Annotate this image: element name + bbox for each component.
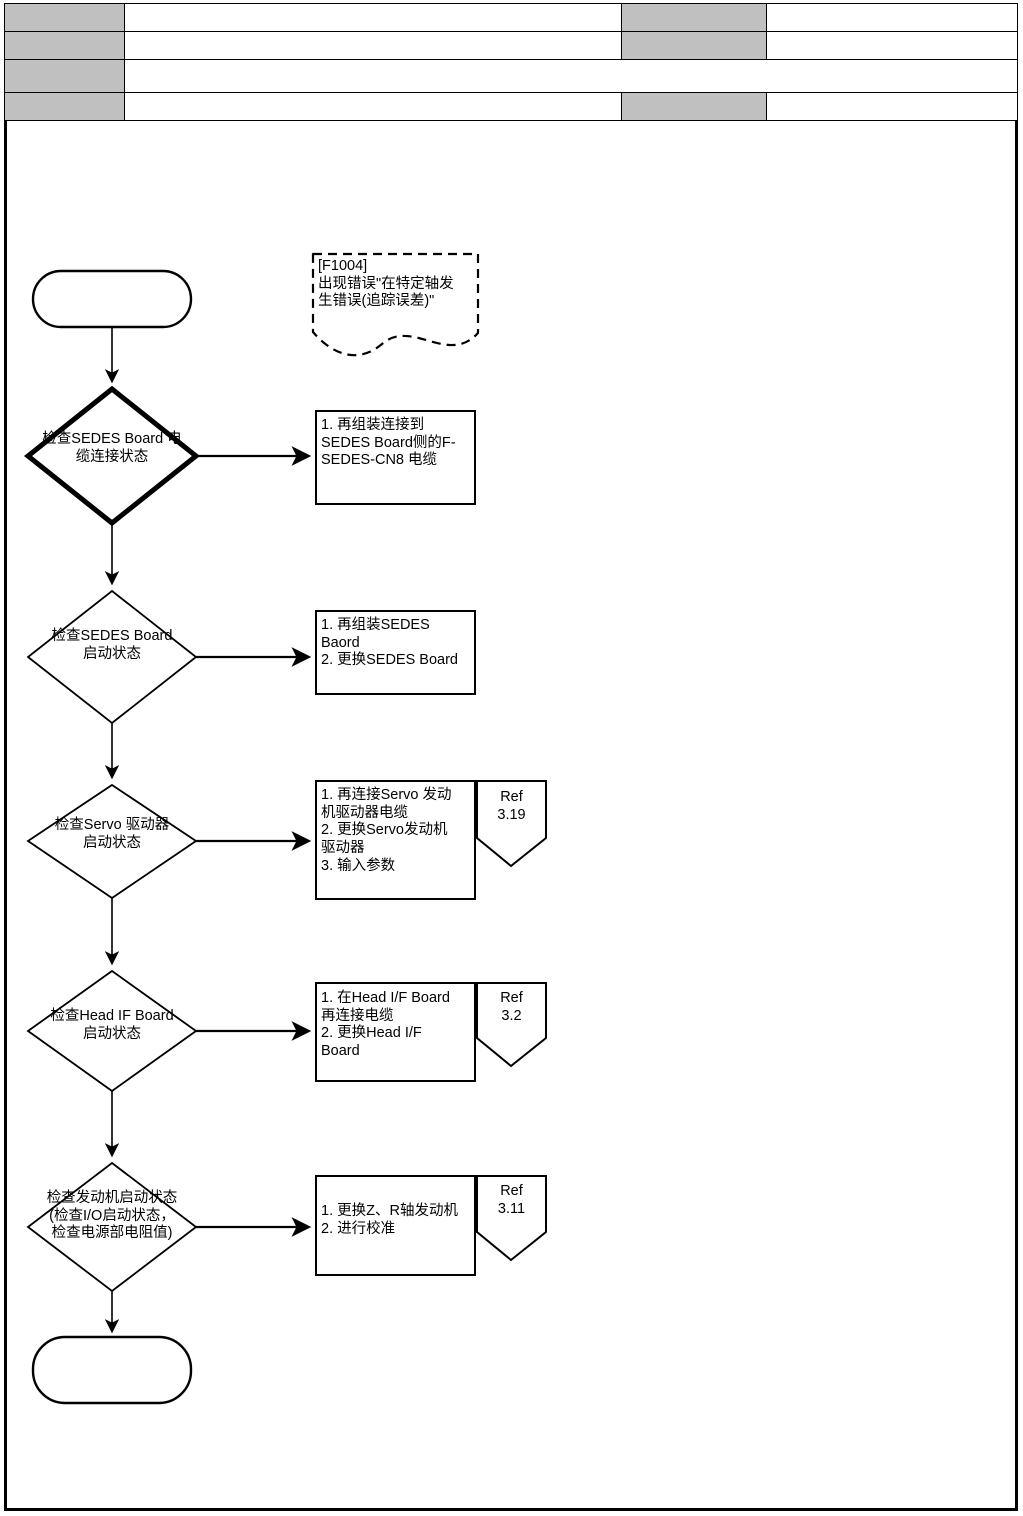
note-shape bbox=[311, 252, 480, 357]
action-box-2-shape bbox=[315, 610, 476, 695]
header-row-4 bbox=[4, 92, 1018, 121]
ref-marker-5-shape bbox=[476, 1175, 547, 1262]
header-label-cell-1 bbox=[4, 3, 125, 32]
header-value-cell-3 bbox=[124, 59, 1018, 93]
header-value-cell-4 bbox=[124, 92, 622, 121]
decision-1-label: 检查SEDES Board 电 缆连接状态 bbox=[42, 431, 182, 465]
action-box-5-shape bbox=[315, 1175, 476, 1276]
decision-3-label: 检查Servo 驱动器 启动状态 bbox=[54, 817, 170, 851]
header-value-cell-4b bbox=[766, 92, 1018, 121]
header-label-cell-2 bbox=[4, 31, 125, 60]
header-table bbox=[4, 3, 1018, 121]
start-terminator-shape bbox=[31, 269, 193, 329]
action-box-3-shape bbox=[315, 780, 476, 900]
action-1-label: 1. 再组装连接到 SEDES Board侧的F- SEDES-CN8 电缆 bbox=[321, 417, 456, 469]
header-label-cell-1b bbox=[621, 3, 767, 32]
action-5-label: 1. 更换Z、R轴发动机 2. 进行校准 bbox=[321, 1203, 458, 1237]
error-note-text: [F1004] 出现错误"在特定轴发 生错误(追踪误差)" bbox=[318, 258, 454, 310]
header-value-cell-2b bbox=[766, 31, 1018, 60]
header-value-cell-1b bbox=[766, 3, 1018, 32]
action-2-label: 1. 再组装SEDES Baord 2. 更换SEDES Board bbox=[321, 617, 458, 669]
ref-marker-3-shape bbox=[476, 780, 547, 868]
header-row-1 bbox=[4, 3, 1018, 32]
header-label-cell-4 bbox=[4, 92, 125, 121]
action-box-4-shape bbox=[315, 982, 476, 1082]
header-value-cell-2 bbox=[124, 31, 622, 60]
header-value-cell-1 bbox=[124, 3, 622, 32]
decision-5-label: 检查发动机启动状态 (检查I/O启动状态， 检查电源部电阻值) bbox=[46, 1190, 178, 1242]
decision-2-label: 检查SEDES Board 启动状态 bbox=[51, 628, 173, 662]
header-row-3 bbox=[4, 59, 1018, 93]
ref-marker-5-label: Ref 3.11 bbox=[497, 1183, 526, 1217]
end-terminator-shape bbox=[31, 1335, 193, 1405]
action-3-label: 1. 再连接Servo 发动 机驱动器电缆 2. 更换Servo发动机 驱动器 … bbox=[321, 787, 452, 874]
header-label-cell-3 bbox=[4, 59, 125, 93]
header-label-cell-2b bbox=[621, 31, 767, 60]
ref-marker-4-label: Ref 3.2 bbox=[500, 990, 523, 1024]
ref-marker-3-label: Ref 3.19 bbox=[497, 789, 526, 823]
decision-4-label: 检查Head IF Board 启动状态 bbox=[50, 1008, 174, 1042]
page-frame bbox=[4, 3, 1018, 1511]
ref-marker-4-shape bbox=[476, 982, 547, 1068]
header-row-2 bbox=[4, 31, 1018, 60]
header-label-cell-4b bbox=[621, 92, 767, 121]
action-4-label: 1. 在Head I/F Board 再连接电缆 2. 更换Head I/F B… bbox=[321, 990, 450, 1060]
action-box-1-shape bbox=[315, 410, 476, 505]
